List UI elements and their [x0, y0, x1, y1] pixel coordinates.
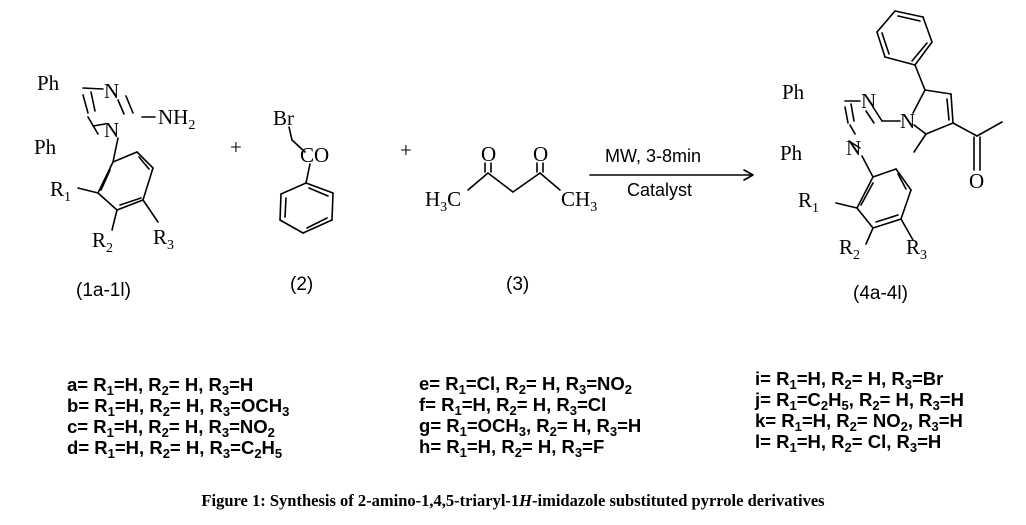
- r1-imidazole-n1-label: N: [104, 118, 119, 142]
- p-pyrrole-n-label: N: [900, 109, 915, 133]
- product-structure: [835, 10, 1003, 245]
- key-row-i: i= R1=H, R2= H, R3=Br: [755, 368, 944, 392]
- r1-substituent-r2: R2: [92, 228, 113, 256]
- p-substituent-r2: R2: [839, 235, 860, 263]
- key-row-f: f= R1=H, R2= H, R3=Cl: [419, 394, 607, 418]
- substituent-key-column-3: i= R1=H, R2= H, R3=Br j= R1=C2H5, R2= H,…: [755, 368, 964, 455]
- reactant-3-label: (3): [506, 274, 529, 295]
- reactant-2-structure: [279, 126, 334, 234]
- r3-oxygen-1: O: [481, 142, 496, 166]
- r2-carbonyl-label: CO: [300, 143, 329, 167]
- r1-ph-top-label: Ph: [37, 71, 60, 95]
- r2-bromine-label: Br: [273, 106, 294, 130]
- plus-sign-1: +: [230, 135, 242, 159]
- r1-substituent-r3: R3: [153, 225, 174, 253]
- key-row-a: a= R1=H, R2= H, R3=H: [67, 374, 254, 398]
- r1-imidazole-n3-label: N: [104, 79, 119, 103]
- reactant-1-structure: [77, 87, 159, 231]
- reactant-2-label: (2): [290, 274, 313, 295]
- reactant-1-label: (1a-1l): [76, 280, 131, 301]
- p-imidazole-n1-label: N: [846, 136, 861, 160]
- reactant-3-structure: [467, 162, 561, 193]
- key-row-e: e= R1=Cl, R2= H, R3=NO2: [419, 373, 633, 397]
- p-ph-top-label: Ph: [782, 80, 805, 104]
- key-row-d: d= R1=H, R2= H, R3=C2H5: [67, 437, 283, 461]
- key-row-j: j= R1=C2H5, R2= H, R3=H: [755, 389, 964, 413]
- reaction-arrow: [589, 169, 754, 181]
- key-row-l: l= R1=H, R2= Cl, R3=H: [755, 431, 942, 455]
- p-ketone-oxygen: O: [969, 169, 984, 193]
- product-label: (4a-4l): [853, 283, 908, 304]
- plus-sign-2: +: [400, 138, 412, 162]
- key-row-k: k= R1=H, R2= NO2, R3=H: [755, 410, 963, 434]
- substituent-key-column-1: a= R1=H, R2= H, R3=H b= R1=H, R2= H, R3=…: [67, 374, 290, 461]
- arrow-conditions-top: MW, 3-8min: [605, 146, 701, 166]
- key-row-g: g= R1=OCH3, R2= H, R3=H: [419, 415, 642, 439]
- reaction-scheme: Ph N NH2 Ph N R1 R2 R3 (1a-1l) + Br CO (…: [34, 10, 1003, 304]
- r3-methyl-right: CH3: [561, 187, 597, 215]
- p-substituent-r3: R3: [906, 235, 927, 263]
- p-ph-bottom-label: Ph: [780, 141, 803, 165]
- key-row-c: c= R1=H, R2= H, R3=NO2: [67, 416, 275, 440]
- p-imidazole-n3-label: N: [861, 89, 876, 113]
- p-substituent-r1: R1: [798, 188, 819, 216]
- key-row-b: b= R1=H, R2= H, R3=OCH3: [67, 395, 290, 419]
- r1-ph-bottom-label: Ph: [34, 135, 57, 159]
- figure-caption: Figure 1: Synthesis of 2-amino-1,4,5-tri…: [201, 491, 825, 510]
- r1-amino-group: NH2: [158, 105, 195, 133]
- r1-substituent-r1: R1: [50, 177, 71, 205]
- key-row-h: h= R1=H, R2= H, R3=F: [419, 436, 605, 460]
- r3-oxygen-2: O: [533, 142, 548, 166]
- arrow-conditions-bottom: Catalyst: [627, 180, 692, 200]
- substituent-key-column-2: e= R1=Cl, R2= H, R3=NO2 f= R1=H, R2= H, …: [419, 373, 642, 460]
- r3-methyl-left: H3C: [425, 187, 461, 215]
